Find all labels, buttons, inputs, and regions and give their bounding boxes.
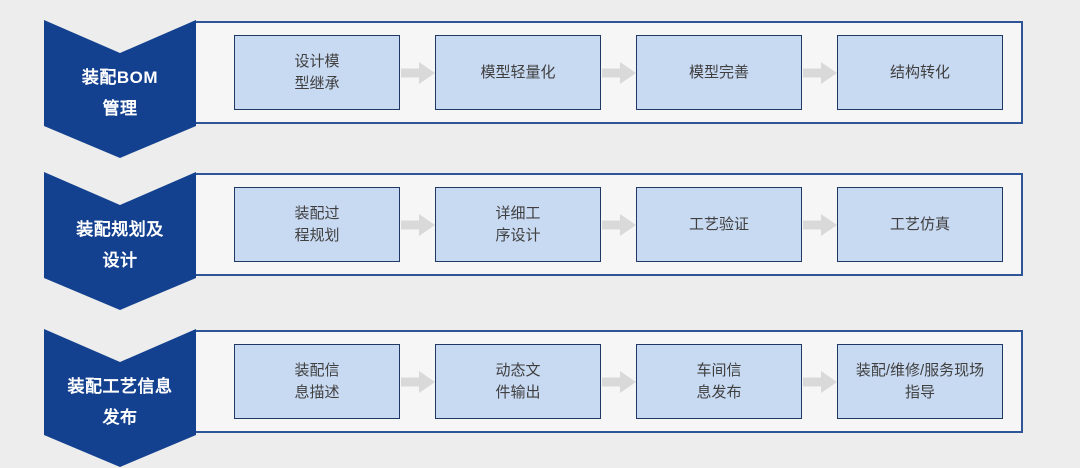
step-box: 装配过 程规划 [234, 187, 400, 262]
step-label: 装配/维修/服务现场 指导 [855, 361, 985, 401]
arrow-wrap [802, 213, 837, 236]
phase-panel-bom: 设计模 型继承 模型轻量化 模型完善 结构转化 [193, 21, 1023, 124]
phase-chevron-icon [44, 329, 196, 467]
step-box: 装配信 息描述 [234, 344, 400, 419]
step-box: 工艺验证 [636, 187, 802, 262]
step-box: 详细工 序设计 [435, 187, 601, 262]
arrow-wrap [601, 213, 636, 236]
step-label: 装配过 程规划 [294, 204, 340, 244]
phase-label-text: 装配规划及 设计 [76, 220, 164, 270]
phase-label: 装配规划及 设计 [44, 204, 196, 288]
step-box: 模型轻量化 [435, 35, 601, 110]
phase-row-bom-management: 设计模 型继承 模型轻量化 模型完善 结构转化 装 [0, 20, 1080, 158]
right-arrow-icon [601, 213, 636, 236]
arrow-wrap [400, 61, 435, 84]
step-box: 动态文 件输出 [435, 344, 601, 419]
right-arrow-icon [601, 61, 636, 84]
step-label: 模型完善 [688, 63, 749, 81]
step-label: 结构转化 [889, 63, 950, 81]
step-box: 工艺仿真 [837, 187, 1003, 262]
phase-chevron-icon [44, 20, 196, 158]
phase-row-process-info-release: 装配信 息描述 动态文 件输出 车间信 息发布 装配/维修/服务现场 指导 [0, 329, 1080, 467]
step-label: 装配信 息描述 [294, 361, 340, 401]
right-arrow-icon [601, 370, 636, 393]
step-box: 装配/维修/服务现场 指导 [837, 344, 1003, 419]
phase-label: 装配BOM 管理 [44, 52, 196, 136]
arrow-wrap [400, 370, 435, 393]
step-box: 模型完善 [636, 35, 802, 110]
step-label: 设计模 型继承 [294, 52, 340, 92]
phase-panel-release: 装配信 息描述 动态文 件输出 车间信 息发布 装配/维修/服务现场 指导 [193, 330, 1023, 433]
phase-row-planning-design: 装配过 程规划 详细工 序设计 工艺验证 工艺仿真 [0, 172, 1080, 310]
step-label: 动态文 件输出 [495, 361, 541, 401]
arrow-wrap [802, 61, 837, 84]
right-arrow-icon [400, 61, 435, 84]
right-arrow-icon [400, 213, 435, 236]
step-box: 设计模 型继承 [234, 35, 400, 110]
right-arrow-icon [802, 61, 837, 84]
arrow-wrap [802, 370, 837, 393]
phase-label-text: 装配工艺信息 发布 [67, 377, 173, 427]
phase-label: 装配工艺信息 发布 [44, 361, 196, 445]
step-label: 车间信 息发布 [696, 361, 742, 401]
phase-panel-planning: 装配过 程规划 详细工 序设计 工艺验证 工艺仿真 [193, 173, 1023, 276]
phase-label-text: 装配BOM 管理 [81, 68, 159, 118]
step-label: 工艺验证 [688, 215, 749, 233]
phase-chevron-icon [44, 172, 196, 310]
right-arrow-icon [802, 213, 837, 236]
arrow-wrap [400, 213, 435, 236]
right-arrow-icon [802, 370, 837, 393]
arrow-wrap [601, 370, 636, 393]
arrow-wrap [601, 61, 636, 84]
right-arrow-icon [400, 370, 435, 393]
step-label: 工艺仿真 [889, 215, 950, 233]
step-box: 车间信 息发布 [636, 344, 802, 419]
step-label: 详细工 序设计 [495, 204, 541, 244]
step-box: 结构转化 [837, 35, 1003, 110]
step-label: 模型轻量化 [480, 63, 556, 81]
